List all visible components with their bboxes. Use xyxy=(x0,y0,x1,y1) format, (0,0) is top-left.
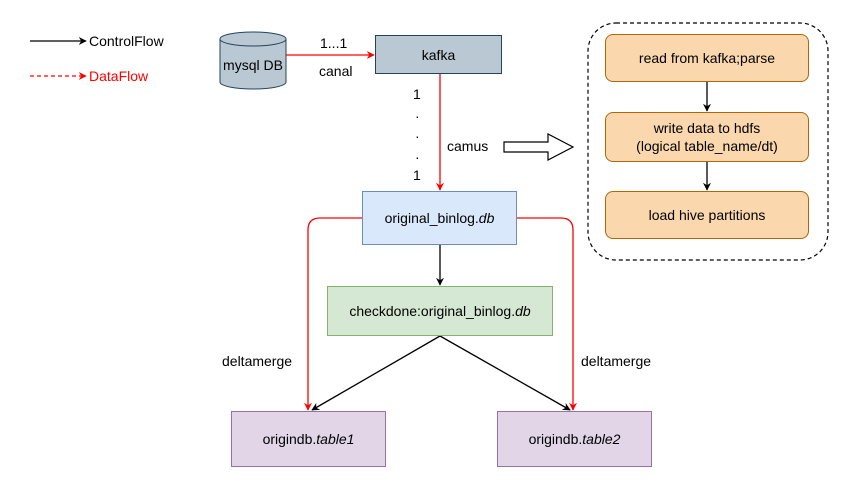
binlog-label-italic: db xyxy=(478,210,495,226)
step-load-hive-label: load hive partitions xyxy=(648,207,766,223)
canal-label: canal xyxy=(319,63,353,79)
checkdone-node[interactable]: checkdone:original_binlog.db xyxy=(327,286,553,336)
table1-label-prefix: origindb. xyxy=(262,431,317,447)
binlog-label-prefix: original_binlog. xyxy=(384,210,479,226)
checkdone-label: checkdone:original_binlog.db xyxy=(349,302,530,320)
kafka-label: kafka xyxy=(421,46,456,63)
legend-data-label: DataFlow xyxy=(89,68,149,84)
deltamerge-left-label: deltamerge xyxy=(222,353,293,369)
checkdone-label-prefix: checkdone:original_binlog. xyxy=(349,303,516,319)
deltamerge-right-label: deltamerge xyxy=(581,353,652,369)
step-read-kafka[interactable]: read from kafka;parse xyxy=(605,34,809,82)
step-read-kafka-label: read from kafka;parse xyxy=(638,50,776,66)
cardinality-dot-2: · xyxy=(415,128,420,144)
binlog-node[interactable]: original_binlog.db xyxy=(362,191,517,245)
legend-control-label: ControlFlow xyxy=(89,33,164,49)
cardinality-dot-1: · xyxy=(415,108,420,124)
edge-checkdone-table1 xyxy=(311,335,441,411)
table2-node[interactable]: origindb.table2 xyxy=(497,411,652,467)
step-load-hive[interactable]: load hive partitions xyxy=(605,191,809,239)
edge-checkdone-table2 xyxy=(439,335,571,411)
step-write-hdfs-sublabel: (logical table_name/dt) xyxy=(636,138,778,154)
camus-hollow-arrow xyxy=(503,133,575,161)
table1-label: origindb.table1 xyxy=(263,430,355,448)
table2-label: origindb.table2 xyxy=(529,430,621,448)
cardinality-top: 1 xyxy=(413,86,421,102)
cardinality-mysql-kafka: 1...1 xyxy=(320,35,348,51)
step-write-hdfs[interactable]: write data to hdfs (logical table_name/d… xyxy=(605,112,809,162)
table2-label-prefix: origindb. xyxy=(528,431,583,447)
table2-label-italic: table2 xyxy=(582,431,621,447)
checkdone-label-italic: db xyxy=(515,303,531,319)
process-container xyxy=(587,22,829,261)
kafka-node[interactable]: kafka xyxy=(375,35,502,74)
mysql-db-label: mysql DB xyxy=(223,57,283,73)
edge-binlog-table2-dataflow xyxy=(517,217,577,411)
camus-label: camus xyxy=(447,138,489,154)
table1-label-italic: table1 xyxy=(316,431,355,447)
mysql-db-cylinder[interactable] xyxy=(219,31,287,90)
binlog-label: original_binlog.db xyxy=(385,209,495,227)
table1-node[interactable]: origindb.table1 xyxy=(231,411,386,467)
cardinality-dot-3: · xyxy=(415,149,420,165)
step-write-hdfs-label: write data to hdfs xyxy=(653,120,761,136)
cardinality-bottom: 1 xyxy=(413,167,421,183)
edge-binlog-table1-dataflow xyxy=(304,217,362,411)
